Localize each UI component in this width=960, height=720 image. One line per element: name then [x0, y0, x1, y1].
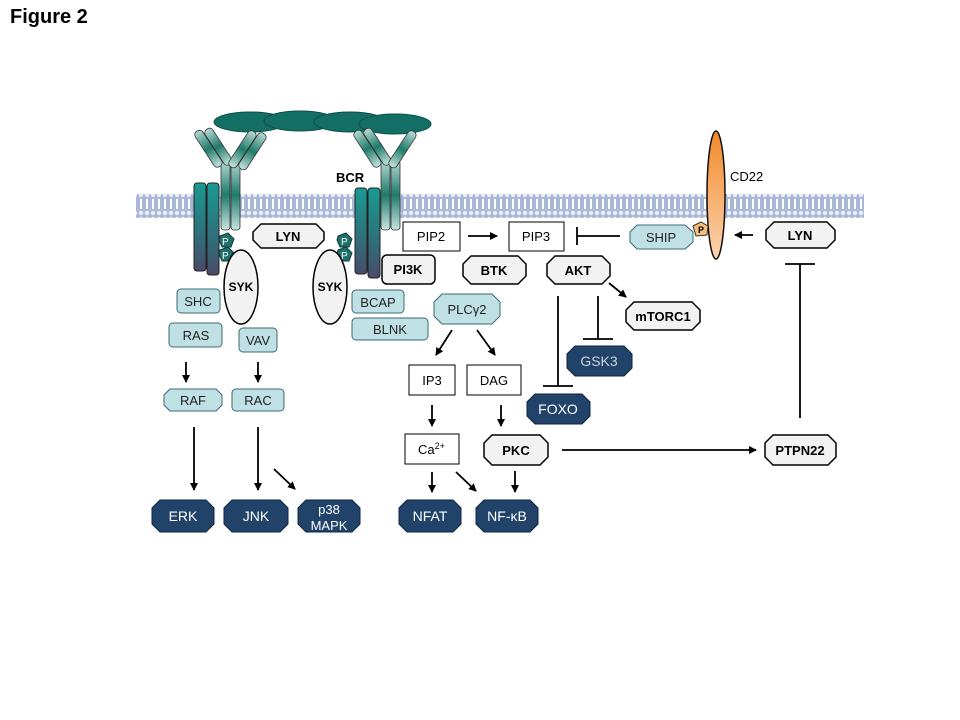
- node-label: SYK: [318, 280, 343, 294]
- node-pip3: PIP3: [508, 221, 565, 252]
- figure-title: Figure 2: [10, 6, 88, 28]
- node-btk: BTK: [462, 255, 527, 285]
- node-label: FOXO: [538, 401, 578, 417]
- node-label: PKC: [502, 443, 530, 458]
- node-label: SHC: [184, 294, 211, 309]
- phospho-label: P: [698, 225, 704, 235]
- bcr-right: [353, 127, 417, 279]
- node-plcg2: PLCγ2: [433, 293, 501, 325]
- edge-akt-foxo-inhibit: [543, 296, 573, 387]
- node-label: PIP2: [417, 229, 445, 244]
- node-bcap: BCAP: [351, 289, 405, 314]
- node-label: RAF: [180, 393, 206, 408]
- node-erk: ERK: [151, 499, 215, 533]
- node-shc: SHC: [176, 288, 221, 314]
- phospho-label: P: [222, 237, 229, 248]
- node-label: LYN: [276, 229, 301, 244]
- edge-plcg2-ip3: [435, 329, 453, 356]
- node-pip2: PIP2: [402, 221, 461, 252]
- node-rac: RAC: [231, 388, 285, 412]
- bcr-left: [193, 127, 267, 276]
- bcr-label: BCR: [336, 170, 365, 185]
- node-calcium: Ca2+: [404, 433, 460, 465]
- edge-rac-p38: [273, 468, 296, 490]
- cd22-phospho: P: [692, 221, 709, 237]
- node-nfkb: NF-κB: [475, 499, 539, 533]
- node-label: GSK3: [580, 353, 618, 369]
- node-label: mTORC1: [635, 309, 690, 324]
- node-label: p38: [318, 502, 340, 517]
- node-pkc: PKC: [483, 434, 549, 466]
- node-label: PTPN22: [775, 443, 824, 458]
- node-label: NF-κB: [487, 508, 527, 524]
- node-label: SHIP: [646, 230, 676, 245]
- cd22-label: CD22: [730, 169, 763, 184]
- node-label: JNK: [243, 508, 270, 524]
- node-ptpn22: PTPN22: [764, 434, 837, 466]
- edge-ship-pip3-inhibit: [576, 227, 620, 245]
- phospho-label: P: [341, 237, 348, 248]
- node-lyn-left: LYN: [252, 223, 325, 249]
- node-label: PI3K: [394, 262, 424, 277]
- node-label: NFAT: [413, 508, 448, 524]
- node-raf: RAF: [163, 388, 223, 412]
- edge-plcg2-dag: [476, 329, 496, 356]
- node-label: RAC: [244, 393, 271, 408]
- node-jnk: JNK: [223, 499, 289, 533]
- phospho-left-1: P: [218, 232, 235, 248]
- phospho-label: P: [222, 251, 229, 262]
- node-label: ERK: [169, 508, 198, 524]
- node-ras: RAS: [168, 322, 223, 348]
- edge-akt-gsk3-inhibit: [583, 296, 613, 340]
- node-syk-left: SYK: [223, 249, 259, 325]
- node-label: BCAP: [360, 295, 395, 310]
- node-label: BLNK: [373, 322, 407, 337]
- phospho-label: P: [341, 251, 348, 262]
- node-label: PIP3: [522, 229, 550, 244]
- node-label: Ca2+: [418, 441, 445, 457]
- node-ip3: IP3: [408, 364, 456, 396]
- node-mtorc1: mTORC1: [625, 301, 701, 331]
- node-akt: AKT: [546, 255, 611, 285]
- edge-ptpn22-lyn-inhibit: [785, 263, 815, 418]
- edge-akt-mtorc1: [608, 282, 627, 298]
- node-label: PLCγ2: [447, 302, 486, 317]
- node-pi3k: PI3K: [381, 254, 436, 285]
- node-label: SYK: [229, 280, 254, 294]
- node-vav: VAV: [238, 327, 278, 353]
- cell-membrane: [136, 194, 864, 218]
- antigen-chain: [213, 110, 432, 135]
- node-label: RAS: [183, 328, 210, 343]
- node-blnk: BLNK: [351, 317, 429, 341]
- node-label: DAG: [480, 373, 508, 388]
- edge-ca-nfkb: [455, 471, 477, 492]
- node-dag: DAG: [466, 364, 522, 396]
- node-label: AKT: [565, 263, 592, 278]
- node-p38-mapk: p38 MAPK: [297, 499, 361, 533]
- node-gsk3: GSK3: [566, 345, 633, 377]
- node-label: VAV: [246, 333, 270, 348]
- node-label: LYN: [788, 228, 813, 243]
- node-lyn-right: LYN: [765, 221, 836, 249]
- phospho-right-1: P: [336, 232, 353, 248]
- cd22-receptor: [706, 130, 726, 260]
- node-label: BTK: [481, 263, 508, 278]
- node-ship: SHIP: [629, 224, 694, 250]
- node-label: IP3: [422, 373, 442, 388]
- node-nfat: NFAT: [398, 499, 462, 533]
- node-syk-right: SYK: [312, 249, 348, 325]
- node-label: MAPK: [311, 518, 348, 533]
- node-foxo: FOXO: [526, 393, 591, 425]
